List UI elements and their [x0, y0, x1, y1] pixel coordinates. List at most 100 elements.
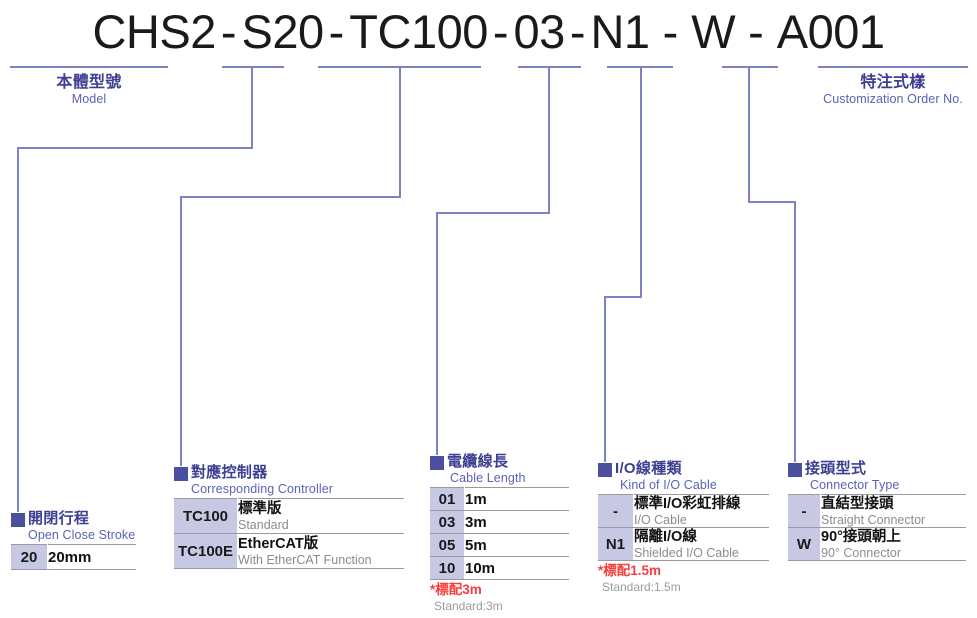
model-segment-stroke: S20: [241, 4, 325, 58]
cell-desc-cn: 10m: [465, 559, 496, 577]
table-row[interactable]: 01 1m: [430, 487, 569, 512]
cell-desc: 標準版 Standard: [237, 498, 404, 535]
note-cable-length: *標配3m Standard:3m: [430, 582, 569, 613]
square-bullet-icon: [598, 463, 612, 477]
section-connector-type-header: 接頭型式 Connector Type: [788, 460, 966, 493]
cell-desc-en: With EtherCAT Function: [238, 552, 372, 567]
section-open-close-stroke-header: 開閉行程 Open Close Stroke: [11, 510, 136, 543]
cell-code: -: [788, 494, 821, 529]
model-segment-cable-length: 03: [513, 4, 566, 58]
note-io-cable: *標配1.5m Standard:1.5m: [598, 563, 769, 594]
cell-code: TC100E: [174, 533, 238, 570]
cell-desc-cn: EtherCAT版: [238, 535, 319, 552]
table-corresponding-controller: TC100 標準版 Standard TC100E EtherCAT版 With…: [174, 498, 404, 570]
cell-code: 05: [430, 533, 465, 558]
cell-desc-cn: 隔離I/O線: [634, 528, 697, 545]
cell-code: -: [598, 494, 634, 529]
cell-desc: 5m: [464, 533, 569, 558]
table-row[interactable]: 20 20mm: [11, 544, 136, 571]
table-row[interactable]: TC100 標準版 Standard: [174, 498, 404, 535]
cell-code: 20: [11, 544, 48, 571]
section-kind-of-io-cable-title-en: Kind of I/O Cable: [620, 477, 717, 492]
cell-desc-cn: 1m: [465, 490, 487, 508]
table-open-close-stroke: 20 20mm: [11, 544, 136, 571]
model-separator-2: -: [328, 4, 345, 58]
cell-desc: 1m: [464, 487, 569, 512]
section-open-close-stroke-title-en: Open Close Stroke: [28, 527, 136, 542]
leader-io-cable: [604, 67, 642, 462]
cell-code: 01: [430, 487, 465, 512]
cell-desc-cn: 5m: [465, 536, 487, 554]
cell-desc-en: 90° Connector: [821, 545, 902, 560]
callout-customization-order-title-cn: 特注式樣: [860, 74, 926, 91]
section-kind-of-io-cable-header: I/O線種類 Kind of I/O Cable: [598, 460, 769, 493]
table-row[interactable]: - 直結型接頭 Straight Connector: [788, 494, 966, 529]
section-kind-of-io-cable-title-cn: I/O線種類: [615, 460, 682, 477]
model-segment-model: CHS2: [92, 4, 216, 58]
cell-desc: 標準I/O彩虹排線 I/O Cable: [633, 494, 769, 529]
square-bullet-icon: [11, 513, 25, 527]
cell-desc-cn: 標準版: [238, 500, 282, 517]
section-cable-length-title-cn: 電纜線長: [447, 453, 509, 470]
model-separator-5: -: [662, 4, 679, 58]
cell-code: 10: [430, 556, 465, 581]
square-bullet-icon: [430, 456, 444, 470]
cell-code: N1: [598, 527, 634, 562]
callout-model-title-cn: 本體型號: [56, 74, 122, 91]
section-corresponding-controller-title-en: Corresponding Controller: [191, 481, 334, 496]
cell-code: 03: [430, 510, 465, 535]
cell-desc: 直結型接頭 Straight Connector: [820, 494, 966, 529]
section-connector-type-title-cn: 接頭型式: [805, 460, 867, 477]
cell-desc-en: I/O Cable: [634, 512, 687, 527]
table-row[interactable]: 10 10m: [430, 556, 569, 581]
cell-desc-cn: 20mm: [48, 548, 92, 566]
model-separator-6: -: [748, 4, 764, 58]
section-cable-length-title-en: Cable Length: [450, 470, 526, 485]
section-corresponding-controller-title-cn: 對應控制器: [191, 464, 268, 481]
section-kind-of-io-cable: I/O線種類 Kind of I/O Cable - 標準I/O彩虹排線 I/O…: [598, 460, 769, 595]
section-cable-length: 電纜線長 Cable Length 01 1m 03 3m: [430, 453, 569, 614]
cell-desc-cn: 標準I/O彩虹排線: [634, 495, 741, 512]
section-connector-type: 接頭型式 Connector Type - 直結型接頭 Straight Con…: [788, 460, 966, 562]
section-open-close-stroke-title-cn: 開閉行程: [28, 510, 90, 527]
note-io-cable-en: Standard:1.5m: [602, 579, 681, 594]
table-row[interactable]: 03 3m: [430, 510, 569, 535]
model-segment-controller: TC100: [349, 4, 488, 58]
cell-desc-cn: 3m: [465, 513, 487, 531]
cell-desc: 3m: [464, 510, 569, 535]
table-row[interactable]: W 90°接頭朝上 90° Connector: [788, 527, 966, 562]
callout-customization-order-title-en: Customization Order No.: [823, 91, 963, 106]
section-open-close-stroke: 開閉行程 Open Close Stroke 20 20mm: [11, 510, 136, 571]
table-cable-length: 01 1m 03 3m 05 5m: [430, 487, 569, 581]
section-cable-length-header: 電纜線長 Cable Length: [430, 453, 569, 486]
cell-code: W: [788, 527, 821, 562]
model-segment-custom-order: A001: [776, 4, 885, 58]
cell-desc: 10m: [464, 556, 569, 581]
callout-model-title-en: Model: [71, 91, 107, 106]
table-row[interactable]: - 標準I/O彩虹排線 I/O Cable: [598, 494, 769, 529]
note-cable-length-cn: *標配3m: [430, 582, 482, 598]
table-row[interactable]: N1 隔離I/O線 Shielded I/O Cable: [598, 527, 769, 562]
table-row[interactable]: 05 5m: [430, 533, 569, 558]
model-separator-3: -: [492, 4, 509, 58]
cell-desc: 隔離I/O線 Shielded I/O Cable: [633, 527, 769, 562]
note-cable-length-en: Standard:3m: [434, 598, 503, 613]
cell-code: TC100: [174, 498, 238, 535]
leader-corresponding-controller: [180, 67, 401, 466]
leader-cable-length: [436, 67, 550, 455]
square-bullet-icon: [174, 467, 188, 481]
callout-customization-order: 特注式樣 Customization Order No.: [818, 74, 968, 108]
cell-desc-en: Shielded I/O Cable: [634, 545, 739, 560]
note-io-cable-cn: *標配1.5m: [598, 563, 662, 579]
cell-desc: EtherCAT版 With EtherCAT Function: [237, 533, 404, 570]
model-number-row: CHS2 - S20 - TC100 - 03 - N1 - W - A001: [0, 0, 977, 62]
cell-desc: 90°接頭朝上 90° Connector: [820, 527, 966, 562]
cell-desc-en: Standard: [238, 517, 289, 532]
model-separator-4: -: [569, 4, 586, 58]
table-connector-type: - 直結型接頭 Straight Connector W 90°接頭朝上 90°…: [788, 494, 966, 562]
model-segment-io-cable: N1: [590, 4, 650, 58]
table-row[interactable]: TC100E EtherCAT版 With EtherCAT Function: [174, 533, 404, 570]
callout-model: 本體型號 Model: [10, 74, 168, 108]
section-corresponding-controller-header: 對應控制器 Corresponding Controller: [174, 464, 404, 497]
